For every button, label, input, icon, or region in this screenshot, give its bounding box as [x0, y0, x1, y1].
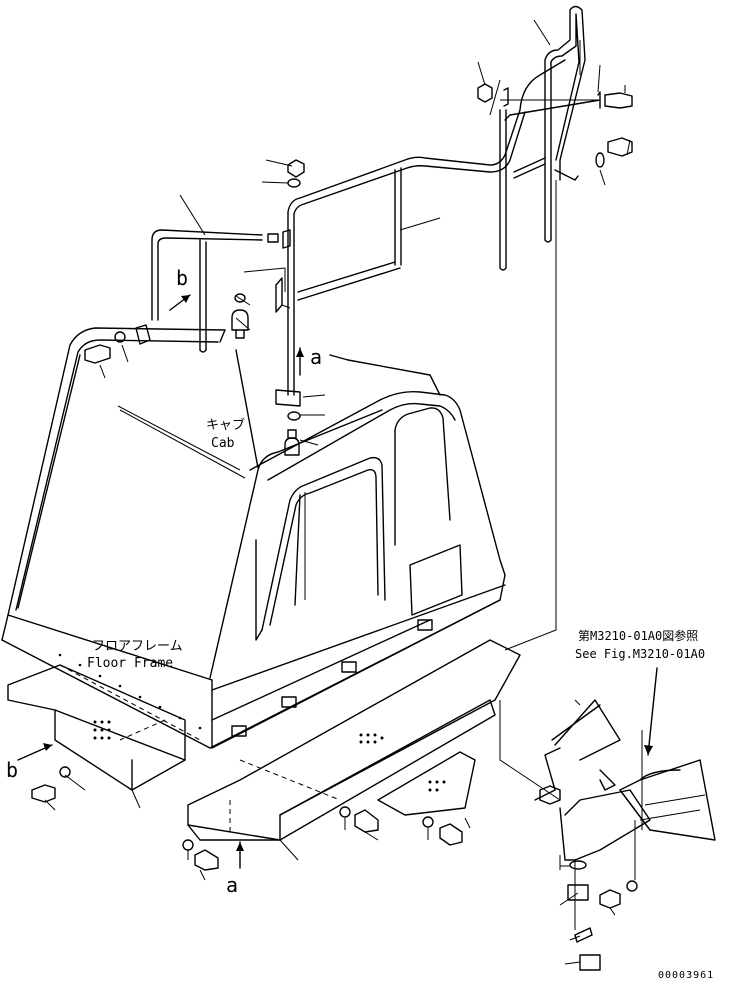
drawing-number: 00003961: [658, 970, 715, 981]
floor-frame-left: [7, 664, 201, 803]
floor-frame-label-jp: フロアフレーム: [92, 639, 183, 654]
see-fig-label-jp: 第M3210-01A0図参照: [578, 629, 699, 643]
arrow-see-fig: [644, 667, 658, 756]
floor-frame-center: [182, 639, 521, 871]
floor-frame-label-en: Floor Frame: [87, 656, 174, 671]
see-fig-label-en: See Fig.M3210-01A0: [575, 647, 706, 661]
handrail-upper: [287, 109, 546, 396]
marker-b-upper: b: [176, 266, 189, 290]
leader-lines: [44, 19, 643, 965]
fasteners: [84, 83, 633, 456]
arrow-b-upper: [169, 294, 191, 311]
rear-brackets: [499, 180, 716, 971]
marker-a-lower: a: [226, 873, 239, 897]
arrow-a-upper: [296, 347, 304, 376]
handrail-front: [151, 229, 263, 353]
arrow-a-lower: [236, 841, 244, 869]
arrow-b-lower: [17, 743, 53, 761]
cab-label-jp: キャブ: [206, 418, 246, 433]
handrail-rear: [500, 5, 601, 243]
marker-a-upper: a: [310, 345, 323, 369]
marker-b-lower: b: [6, 758, 19, 782]
cab-label-en: Cab: [211, 436, 235, 451]
cab-body: [1, 327, 506, 749]
